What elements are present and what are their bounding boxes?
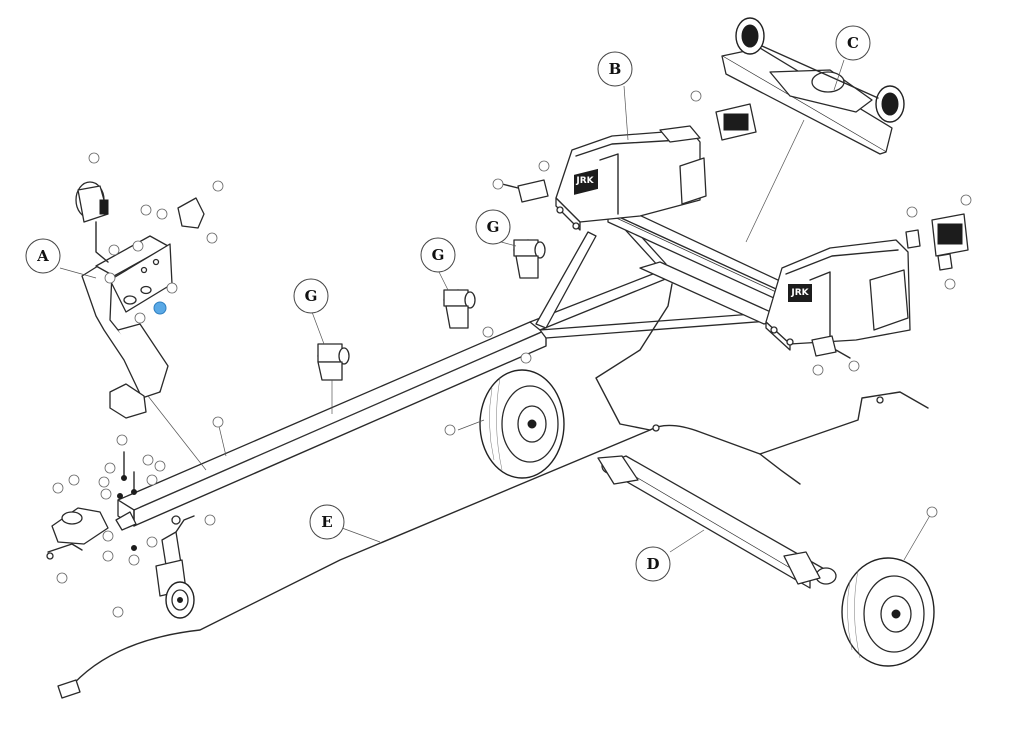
part-callout[interactable] bbox=[166, 282, 178, 294]
fender-badge-left bbox=[574, 168, 598, 195]
part-callout[interactable] bbox=[140, 204, 152, 216]
part-callout[interactable] bbox=[154, 460, 166, 472]
assembly-callout-d[interactable]: D bbox=[635, 546, 671, 582]
roller-bracket-1 bbox=[317, 343, 350, 381]
wheel-rear bbox=[841, 557, 935, 667]
marker-light-right bbox=[811, 335, 851, 359]
assembly-label-c: C bbox=[847, 34, 859, 52]
part-callout[interactable] bbox=[100, 488, 112, 500]
part-callout[interactable] bbox=[134, 312, 146, 324]
assembly-label-e: E bbox=[321, 513, 332, 531]
part-callout[interactable] bbox=[690, 90, 702, 102]
part-callout[interactable] bbox=[492, 178, 504, 190]
front-hardware bbox=[115, 451, 181, 551]
roller-bracket-2 bbox=[443, 289, 476, 329]
roller-bracket-3 bbox=[513, 239, 546, 279]
part-callout[interactable] bbox=[520, 352, 532, 364]
part-callout[interactable] bbox=[926, 506, 938, 518]
part-number-callouts bbox=[52, 90, 972, 618]
part-callout[interactable] bbox=[444, 424, 456, 436]
bow-roller-assembly bbox=[721, 17, 905, 155]
tail-light-right bbox=[905, 213, 969, 271]
part-callout[interactable] bbox=[538, 160, 550, 172]
assembly-label-b: B bbox=[609, 60, 622, 78]
part-callout[interactable] bbox=[156, 208, 168, 220]
part-callout[interactable] bbox=[848, 360, 860, 372]
part-callout-selected[interactable] bbox=[153, 301, 167, 315]
fender-right: JRK bbox=[765, 239, 911, 351]
part-callout[interactable] bbox=[944, 278, 956, 290]
marker-light-left bbox=[501, 179, 549, 203]
part-callout[interactable] bbox=[68, 474, 80, 486]
assembly-label-g-2: G bbox=[432, 246, 445, 264]
assembly-callout-g-2[interactable]: G bbox=[420, 237, 456, 273]
fender-brand-right: JRK bbox=[790, 288, 809, 298]
part-callout[interactable] bbox=[56, 572, 68, 584]
coupling bbox=[46, 507, 109, 560]
tail-light-left bbox=[715, 103, 757, 141]
axle-assembly bbox=[597, 455, 837, 589]
fender-badge-right bbox=[788, 284, 812, 302]
part-callout[interactable] bbox=[132, 240, 144, 252]
assembly-callout-b[interactable]: B bbox=[597, 51, 633, 87]
wiring-harness bbox=[57, 283, 929, 699]
part-callout[interactable] bbox=[204, 514, 216, 526]
assembly-callout-a[interactable]: A bbox=[25, 238, 61, 274]
part-callout[interactable] bbox=[146, 474, 158, 486]
assembly-label-g-3: G bbox=[487, 218, 500, 236]
part-callout[interactable] bbox=[212, 416, 224, 428]
part-callout[interactable] bbox=[102, 550, 114, 562]
part-callout[interactable] bbox=[108, 244, 120, 256]
part-callout[interactable] bbox=[960, 194, 972, 206]
part-callout[interactable] bbox=[104, 462, 116, 474]
part-callout[interactable] bbox=[128, 554, 140, 566]
part-callout[interactable] bbox=[482, 326, 494, 338]
assembly-callout-e[interactable]: E bbox=[309, 504, 345, 540]
part-callout[interactable] bbox=[906, 206, 918, 218]
assembly-label-g-1: G bbox=[305, 287, 318, 305]
part-callout[interactable] bbox=[146, 536, 158, 548]
winch-post-assembly bbox=[81, 235, 173, 419]
winch-bracket bbox=[177, 197, 205, 229]
assembly-label-d: D bbox=[646, 555, 659, 573]
leader-lines bbox=[59, 59, 933, 561]
part-callout[interactable] bbox=[116, 434, 128, 446]
fender-left: JRK bbox=[555, 125, 707, 231]
part-callout[interactable] bbox=[88, 152, 100, 164]
part-callout[interactable] bbox=[52, 482, 64, 494]
assembly-callout-c[interactable]: C bbox=[835, 25, 871, 61]
drawbar-tube bbox=[117, 321, 547, 527]
part-callout[interactable] bbox=[812, 364, 824, 376]
part-callout[interactable] bbox=[206, 232, 218, 244]
part-callout[interactable] bbox=[212, 180, 224, 192]
wheel-front bbox=[479, 369, 565, 479]
part-callout[interactable] bbox=[102, 530, 114, 542]
assembly-label-a: A bbox=[36, 247, 49, 265]
fender-brand-left: JRK bbox=[575, 176, 594, 186]
part-callout[interactable] bbox=[104, 272, 116, 284]
part-callout[interactable] bbox=[142, 454, 154, 466]
part-callout[interactable] bbox=[112, 606, 124, 618]
assembly-callout-g-3[interactable]: G bbox=[475, 209, 511, 245]
part-callout[interactable] bbox=[98, 476, 110, 488]
assembly-callout-g-1[interactable]: G bbox=[293, 278, 329, 314]
jockey-wheel bbox=[155, 515, 195, 619]
winch bbox=[75, 181, 109, 263]
